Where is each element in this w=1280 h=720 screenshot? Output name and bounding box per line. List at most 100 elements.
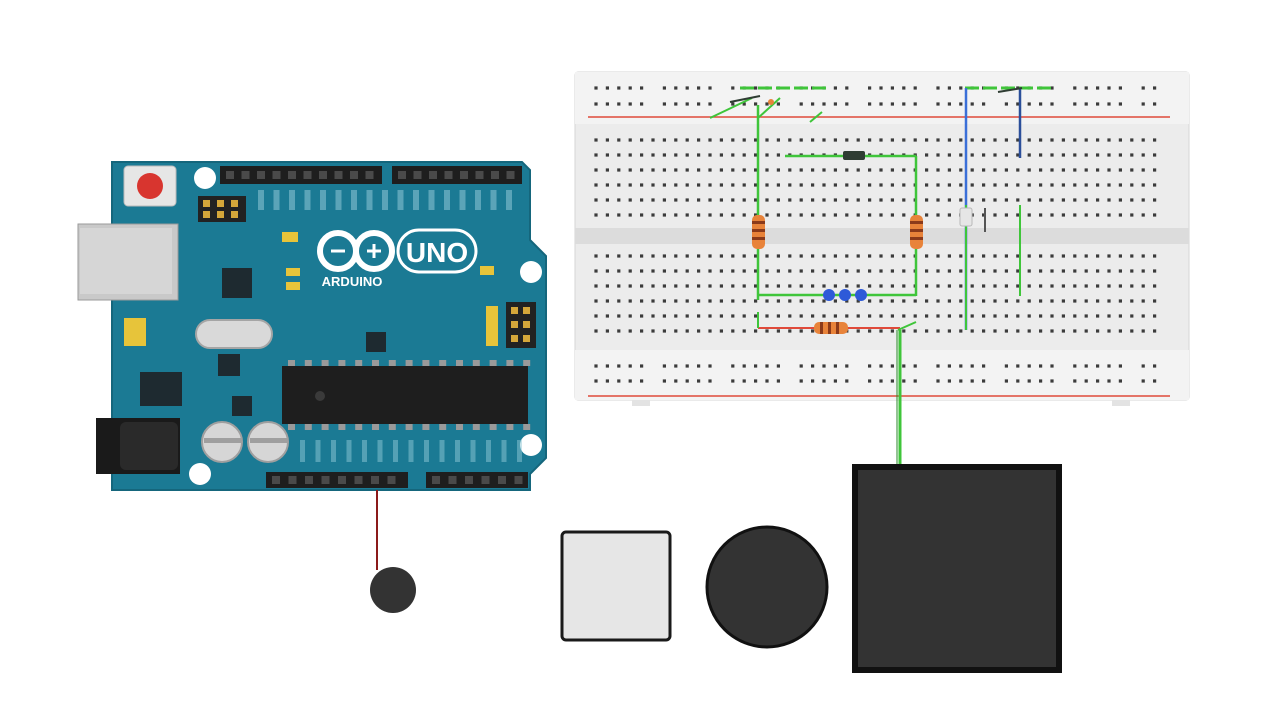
breadboard-hole	[1027, 379, 1031, 383]
breadboard-hole	[742, 213, 746, 217]
breadboard-hole	[776, 284, 780, 288]
label-tick	[258, 190, 264, 210]
breadboard-hole	[1027, 364, 1031, 368]
breadboard-hole	[674, 153, 678, 157]
breadboard-hole	[799, 299, 803, 303]
chip-pin	[405, 360, 413, 366]
breadboard-hole	[833, 86, 837, 90]
breadboard-hole	[1016, 168, 1020, 172]
breadboard-hole	[640, 269, 644, 273]
breadboard-hole	[765, 269, 769, 273]
breadboard-hole	[708, 254, 712, 258]
breadboard-hole	[731, 254, 735, 258]
breadboard-hole	[605, 329, 609, 333]
breadboard-hole	[1141, 168, 1145, 172]
breadboard-hole	[970, 198, 974, 202]
breadboard-hole	[731, 299, 735, 303]
breadboard-hole	[1141, 314, 1145, 318]
breadboard-hole	[1039, 314, 1043, 318]
breadboard-hole	[868, 329, 872, 333]
breadboard-hole	[765, 198, 769, 202]
breadboard-foot-right	[1112, 400, 1130, 406]
breadboard-hole	[1141, 254, 1145, 258]
breadboard-hole	[1039, 153, 1043, 157]
breadboard-hole	[890, 102, 894, 106]
uno-label: UNO	[406, 237, 468, 268]
bottom-green-jumper	[897, 321, 917, 331]
breadboard-hole	[1027, 213, 1031, 217]
breadboard-hole	[594, 213, 598, 217]
breadboard-hole	[799, 314, 803, 318]
breadboard-hole	[902, 198, 906, 202]
breadboard-hole	[765, 102, 769, 106]
breadboard-hole	[1016, 379, 1020, 383]
breadboard-hole	[617, 299, 621, 303]
breadboard-hole	[662, 168, 666, 172]
breadboard-hole	[1050, 198, 1054, 202]
breadboard-hole	[662, 213, 666, 217]
chip-pin	[355, 360, 363, 366]
breadboard-hole	[925, 314, 929, 318]
label-tick	[397, 190, 404, 210]
breadboard-hole	[662, 254, 666, 258]
breadboard-hole	[993, 269, 997, 273]
breadboard-hole	[1016, 153, 1020, 157]
breadboard-hole	[765, 153, 769, 157]
breadboard-hole	[628, 269, 632, 273]
reset-button[interactable]	[137, 173, 163, 199]
breadboard-hole	[902, 183, 906, 187]
resistor-right	[910, 215, 923, 249]
breadboard-hole	[788, 329, 792, 333]
resistor-bottom	[814, 322, 848, 334]
label-tick	[506, 190, 512, 210]
breadboard-hole	[936, 299, 940, 303]
breadboard-hole	[1050, 138, 1054, 142]
breadboard-hole	[913, 86, 917, 90]
breadboard-hole	[1050, 86, 1054, 90]
breadboard-hole	[833, 254, 837, 258]
breadboard-hole	[742, 168, 746, 172]
breadboard-hole	[947, 379, 951, 383]
rail-led	[768, 99, 774, 105]
breadboard-hole	[845, 299, 849, 303]
breadboard-hole	[811, 299, 815, 303]
breadboard-hole	[708, 329, 712, 333]
breadboard-hole	[594, 329, 598, 333]
breadboard-hole	[856, 269, 860, 273]
icsp-pin	[511, 307, 518, 314]
breadboard-hole	[765, 138, 769, 142]
breadboard-hole	[982, 153, 986, 157]
chip-pin	[506, 424, 514, 430]
breadboard-hole	[1073, 284, 1077, 288]
breadboard-hole	[1004, 254, 1008, 258]
label-tick	[517, 440, 522, 462]
breadboard-hole	[822, 168, 826, 172]
breadboard-hole	[594, 314, 598, 318]
breadboard-hole	[1141, 153, 1145, 157]
breadboard-hole	[1153, 329, 1157, 333]
breadboard-hole	[754, 379, 758, 383]
breadboard-hole	[970, 102, 974, 106]
breadboard-hole	[902, 213, 906, 217]
breadboard-hole	[1107, 314, 1111, 318]
breadboard-hole	[1050, 153, 1054, 157]
breadboard-hole	[640, 364, 644, 368]
chip-pin	[489, 360, 497, 366]
breadboard-hole	[868, 379, 872, 383]
breadboard-hole	[959, 269, 963, 273]
breadboard-hole	[822, 138, 826, 142]
breadboard-hole	[788, 269, 792, 273]
breadboard-hole	[776, 138, 780, 142]
breadboard-hole	[970, 299, 974, 303]
breadboard-hole	[970, 364, 974, 368]
chip-pin	[472, 360, 480, 366]
breadboard-hole	[674, 284, 678, 288]
breadboard-hole	[925, 153, 929, 157]
breadboard-hole	[742, 183, 746, 187]
breadboard-hole	[799, 379, 803, 383]
breadboard-hole	[1050, 254, 1054, 258]
breadboard-hole	[617, 254, 621, 258]
diagonal-wire-left	[709, 97, 753, 119]
breadboard-hole	[902, 269, 906, 273]
chip-pin	[304, 424, 312, 430]
